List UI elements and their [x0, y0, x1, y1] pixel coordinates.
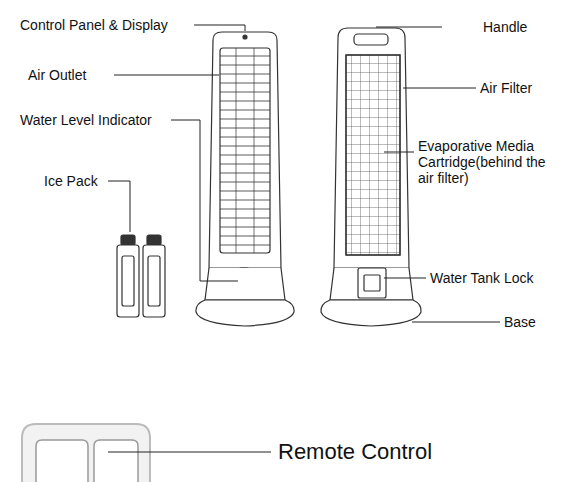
front-tower — [196, 32, 294, 326]
grille-slat — [220, 227, 270, 228]
air-filter — [346, 55, 400, 255]
grille-slat — [220, 200, 270, 201]
grille-slat — [220, 155, 270, 156]
part-label: Control Panel & Display — [20, 17, 168, 33]
part-label: Remote Control — [278, 439, 432, 465]
grille-slat — [220, 182, 270, 183]
leader-lines — [108, 25, 500, 452]
grille-slat — [220, 56, 270, 57]
grille-slat — [220, 173, 270, 174]
water-tank-lock — [358, 268, 386, 298]
remote-control — [22, 424, 150, 482]
grille-slat — [220, 245, 270, 246]
ice-packs — [117, 235, 165, 317]
part-label: Water Level Indicator — [20, 112, 152, 128]
grille-slat — [220, 218, 270, 219]
part-label: Ice Pack — [44, 173, 98, 189]
grille-slat — [220, 65, 270, 66]
grille-slat — [220, 236, 270, 237]
rear-tower — [321, 28, 421, 326]
part-label: Air Filter — [480, 80, 532, 96]
grille-slat — [220, 137, 270, 138]
part-label: Evaporative Media Cartridge(behind the a… — [418, 138, 558, 186]
grille-slat — [220, 101, 270, 102]
part-label: Base — [504, 314, 536, 330]
front-base — [196, 300, 294, 326]
grille-slat — [220, 92, 270, 93]
handle — [354, 34, 388, 45]
grille-slat — [220, 83, 270, 84]
grille-slat — [220, 164, 270, 165]
part-label: Air Outlet — [28, 67, 86, 83]
grille-slat — [220, 119, 270, 120]
grille-slat — [220, 110, 270, 111]
rear-base — [321, 300, 421, 326]
grille-slat — [220, 146, 270, 147]
grille-slat — [220, 209, 270, 210]
grille-slat — [220, 74, 270, 75]
grille-slat — [220, 191, 270, 192]
part-label: Handle — [483, 19, 527, 35]
grille-slat — [220, 128, 270, 129]
part-label: Water Tank Lock — [430, 270, 534, 286]
